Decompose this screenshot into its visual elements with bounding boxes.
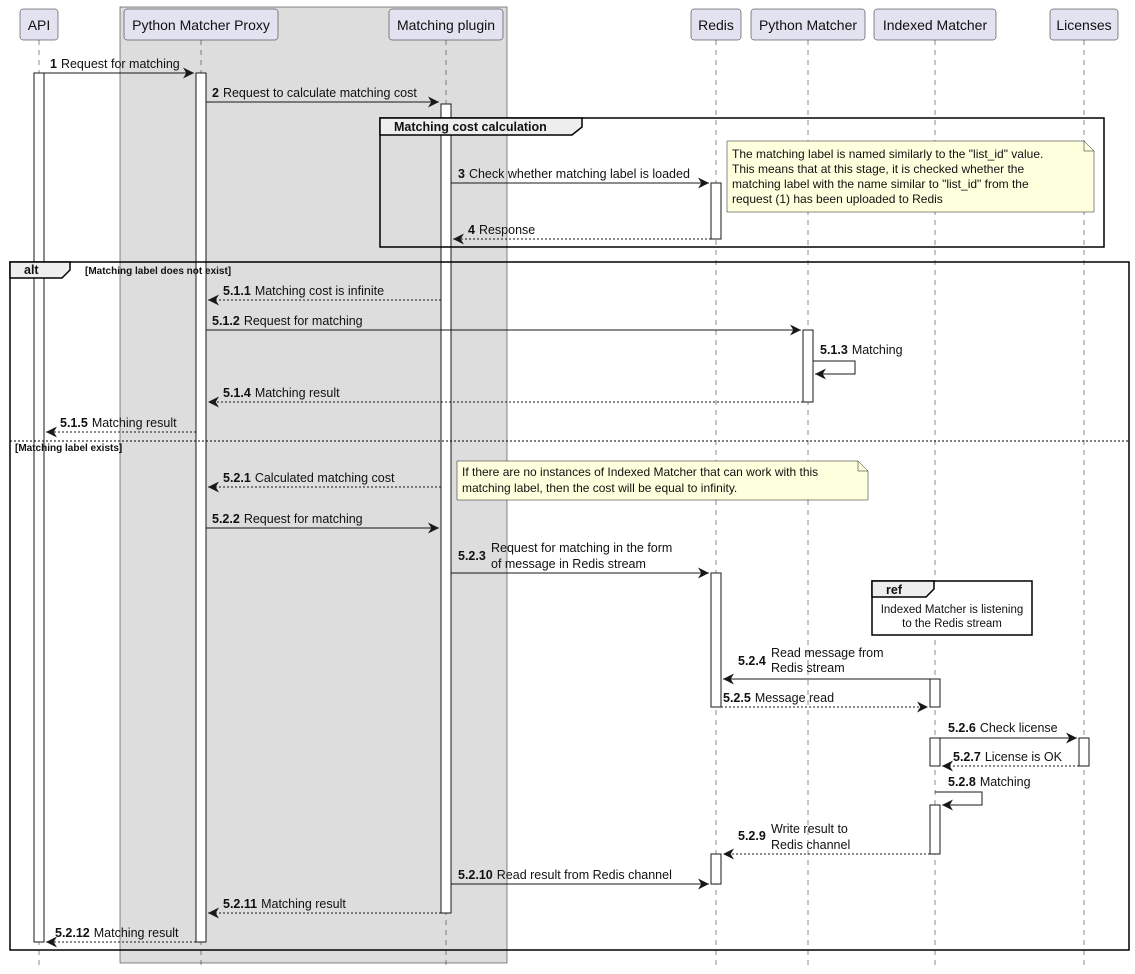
- participant-licenses: Licenses: [1049, 8, 1119, 41]
- participant-indexed-matcher: Indexed Matcher: [873, 8, 997, 41]
- svg-text:The matching label is named si: The matching label is named similarly to…: [732, 147, 1043, 161]
- svg-text:matching label with the name s: matching label with the name similar to …: [732, 177, 1029, 191]
- svg-text:Python Matcher Proxy: Python Matcher Proxy: [132, 17, 270, 33]
- message-5-2-4-label-line2: Redis stream: [771, 661, 845, 675]
- group-matching-cost: Matching cost calculation: [379, 117, 1105, 248]
- message-5-2-9-label-line2: Redis channel: [771, 838, 850, 852]
- message-5-2-4-number: 5.2.4: [738, 654, 766, 668]
- message-5-2-9-label-line1: Write result to: [771, 822, 848, 836]
- activation-redis-3: [710, 853, 722, 885]
- svg-text:Indexed Matcher is listening: Indexed Matcher is listening: [881, 604, 1024, 616]
- svg-text:[Matching label exists]: [Matching label exists]: [15, 443, 122, 454]
- svg-text:request (1) has been uploaded: request (1) has been uploaded to Redis: [732, 192, 943, 206]
- svg-text:Matching plugin: Matching plugin: [397, 17, 495, 33]
- svg-text:alt: alt: [24, 263, 39, 277]
- activation-licenses: [1078, 737, 1090, 767]
- activation-indexed-1: [929, 678, 941, 708]
- note-cost-infinity: If there are no instances of Indexed Mat…: [456, 460, 869, 501]
- svg-text:matching label, then the cost: matching label, then the cost will be eq…: [462, 481, 737, 495]
- svg-text:Python Matcher: Python Matcher: [759, 17, 857, 33]
- activations: [33, 72, 1090, 943]
- participant-redis: Redis: [690, 8, 742, 41]
- participant-plugin: Matching plugin: [388, 8, 504, 41]
- ref-indexed-matcher-listening: ref Indexed Matcher is listening to the …: [871, 580, 1033, 636]
- message-5-2-4-label-line1: Read message from: [771, 646, 884, 660]
- participant-api: API: [19, 8, 59, 41]
- activation-redis-2: [710, 572, 722, 708]
- message-5-1-3-arrow: [813, 360, 856, 380]
- svg-text:ref: ref: [886, 583, 903, 597]
- activation-api: [33, 72, 45, 943]
- activation-indexed-3: [929, 804, 941, 855]
- activation-indexed-2: [929, 737, 941, 767]
- svg-text:This means that at this stage,: This means that at this stage, it is che…: [732, 162, 1024, 176]
- svg-text:Matching cost calculation: Matching cost calculation: [394, 120, 547, 134]
- messages: [44, 67, 1079, 948]
- message-5-2-3-label-line1: Request for matching in the form: [491, 541, 672, 555]
- svg-text:Indexed Matcher: Indexed Matcher: [883, 17, 988, 33]
- activation-plugin: [440, 103, 452, 914]
- group-alt: alt [Matching label does not exist] [Mat…: [9, 261, 1130, 951]
- svg-text:Redis: Redis: [698, 17, 734, 33]
- svg-text:[Matching label does not exist: [Matching label does not exist]: [85, 266, 231, 277]
- message-5-2-3-number: 5.2.3: [458, 549, 486, 563]
- activation-proxy: [195, 72, 207, 943]
- svg-text:If there are no instances of I: If there are no instances of Indexed Mat…: [462, 465, 818, 479]
- note-matching-label: The matching label is named similarly to…: [726, 140, 1095, 213]
- activation-redis-1: [710, 182, 722, 240]
- participant-proxy: Python Matcher Proxy: [123, 8, 279, 41]
- svg-text:to the Redis stream: to the Redis stream: [902, 618, 1002, 630]
- svg-text:Licenses: Licenses: [1056, 17, 1111, 33]
- activation-python-matcher: [802, 329, 814, 403]
- message-5-2-8-arrow: [935, 791, 983, 811]
- message-5-2-9-number: 5.2.9: [738, 829, 766, 843]
- message-5-2-3-label-line2: of message in Redis stream: [491, 557, 646, 571]
- svg-text:API: API: [28, 17, 51, 33]
- participant-python-matcher: Python Matcher: [750, 8, 866, 41]
